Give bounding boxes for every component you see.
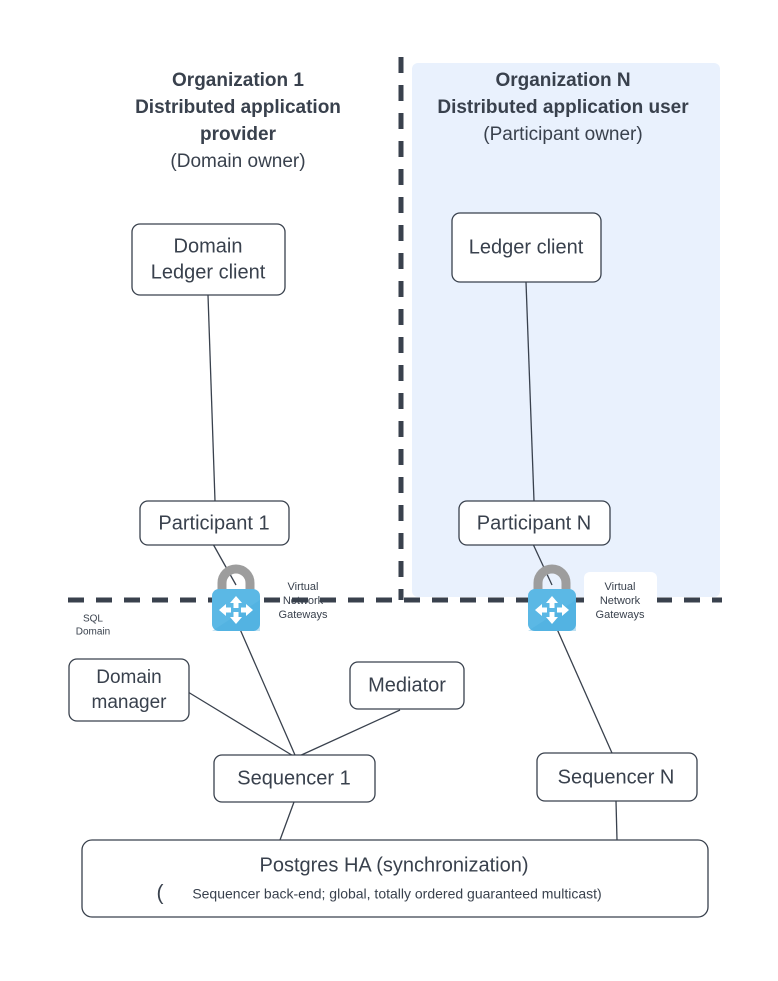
node-sequencer-n[interactable]: Sequencer N	[536, 752, 698, 802]
gateway-left-label-line2: Network	[283, 595, 324, 607]
header-right-line3: (Participant owner)	[483, 124, 642, 145]
link-gateway-right-to-sequencer-n	[552, 619, 613, 754]
link-sequencer-1-to-postgres	[279, 801, 295, 841]
ledger-client-label: Ledger client	[469, 236, 584, 258]
link-gateway-left-to-sequencer-1	[235, 619, 296, 756]
postgres-ha-label-line1: Postgres HA (synchronization)	[259, 854, 528, 876]
four-way-arrows-icon	[535, 596, 569, 624]
header-left-line2: Distributed application	[135, 97, 341, 118]
node-participant-n[interactable]: Participant N	[458, 500, 611, 546]
link-participant-n-to-gateway-right	[532, 543, 553, 586]
virtual-network-gateway-left[interactable]: Virtual Network Gateways	[212, 564, 328, 631]
sql-domain-label-line2: Domain	[76, 627, 110, 638]
link-domain-ledger-client-to-participant-1	[207, 294, 216, 502]
participant-1-box[interactable]	[139, 500, 290, 546]
sequencer-1-box[interactable]	[213, 754, 376, 803]
link-sequencer-n-to-postgres	[615, 800, 618, 841]
gateway-right-label-line2: Network	[600, 595, 641, 607]
header-right-line1: Organization N	[495, 70, 630, 91]
postgres-ha-label-line2: Sequencer back-end; global, totally orde…	[192, 886, 601, 902]
node-mediator[interactable]: Mediator	[349, 661, 465, 710]
link-ledger-client-to-participant-n	[525, 281, 535, 502]
ledger-client-box[interactable]	[451, 212, 602, 283]
domain-ledger-client-box[interactable]	[131, 223, 286, 296]
header-left-line4: (Domain owner)	[170, 151, 305, 172]
header-right-line2: Distributed application user	[437, 97, 689, 118]
sequencer-n-label: Sequencer N	[558, 766, 675, 788]
postgres-ha-open-paren: (	[157, 882, 164, 905]
domain-manager-label-line2: manager	[92, 692, 168, 713]
gateway-right-label-line3: Gateways	[596, 609, 645, 621]
link-mediator-to-sequencer-1	[296, 709, 401, 758]
participant-1-label: Participant 1	[158, 512, 269, 534]
virtual-network-gateway-right[interactable]: Virtual Network Gateways	[528, 564, 657, 631]
node-sequencer-1[interactable]: Sequencer 1	[213, 754, 376, 803]
gateway-left-label-line3: Gateways	[279, 609, 328, 621]
sequencer-n-box[interactable]	[536, 752, 698, 802]
node-postgres-ha[interactable]: Postgres HA (synchronization) ( Sequence…	[81, 839, 709, 918]
organization-n-zone-panel	[412, 63, 720, 597]
mediator-label: Mediator	[368, 674, 446, 696]
padlock-body-icon	[528, 589, 576, 631]
gateway-right-label-background	[584, 572, 657, 622]
link-domain-manager-to-sequencer-1	[187, 691, 296, 758]
participant-n-label: Participant N	[477, 512, 592, 534]
header-left-line1: Organization 1	[172, 70, 304, 91]
link-participant-1-to-gateway-left	[212, 543, 237, 586]
padlock-body-icon	[212, 589, 260, 631]
node-ledger-client[interactable]: Ledger client	[451, 212, 602, 283]
four-way-arrows-icon	[219, 596, 253, 624]
participant-n-box[interactable]	[458, 500, 611, 546]
mediator-box[interactable]	[349, 661, 465, 710]
node-domain-ledger-client[interactable]: Domain Ledger client	[131, 223, 286, 296]
sql-domain-annotation: SQL Domain	[76, 614, 110, 638]
padlock-shackle-icon	[217, 564, 255, 596]
node-participant-1[interactable]: Participant 1	[139, 500, 290, 546]
domain-ledger-client-label-line1: Domain	[174, 235, 243, 257]
gateway-right-label-line1: Virtual	[605, 581, 636, 593]
domain-manager-box[interactable]	[68, 658, 190, 722]
padlock-shackle-icon	[533, 564, 571, 596]
domain-manager-label-line1: Domain	[96, 667, 161, 688]
header-left-line3: provider	[200, 124, 277, 145]
postgres-ha-box[interactable]	[81, 839, 709, 918]
domain-ledger-client-label-line2: Ledger client	[151, 261, 266, 283]
node-domain-manager[interactable]: Domain manager	[68, 658, 190, 722]
sequencer-1-label: Sequencer 1	[237, 767, 350, 789]
gateway-left-label-line1: Virtual	[288, 581, 319, 593]
sql-domain-label-line1: SQL	[83, 614, 103, 625]
